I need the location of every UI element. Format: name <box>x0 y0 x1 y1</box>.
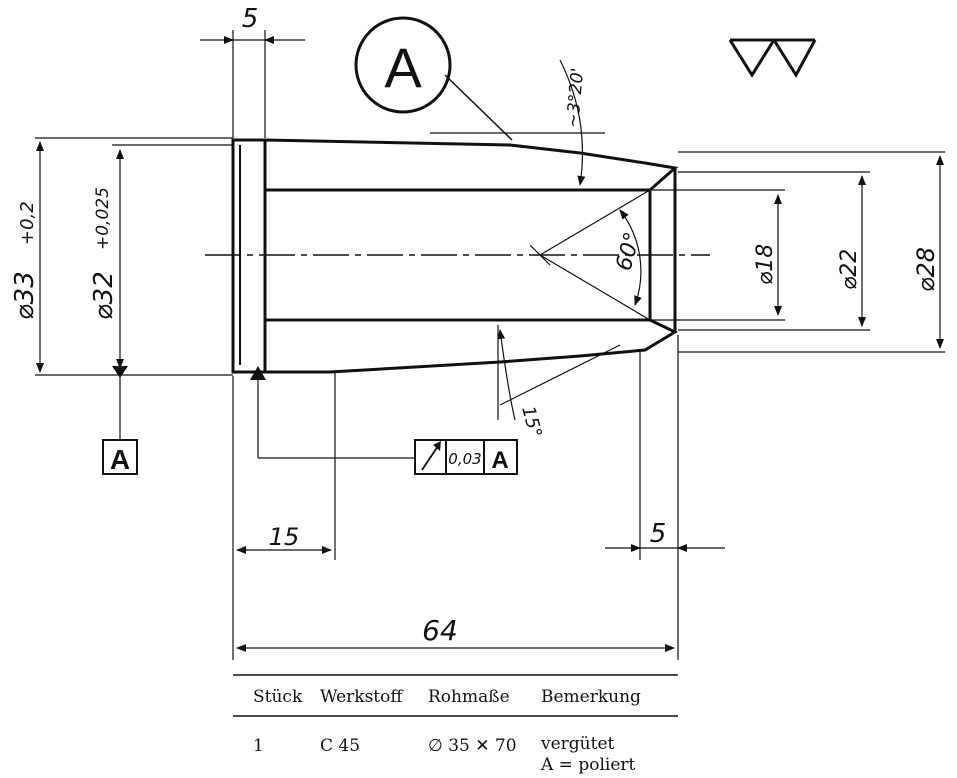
dim-outer-diameter: ⌀33 <box>10 271 40 320</box>
cell-remark-1: vergütet <box>540 734 615 754</box>
cell-material: C 45 <box>320 736 360 756</box>
dim-angle-3-20: ~3°20' <box>563 67 588 128</box>
datum-label: A <box>110 444 130 475</box>
dim-total-length: 64 <box>422 614 458 647</box>
runout-arrow-icon <box>421 441 441 471</box>
datum-reference: A <box>102 366 138 475</box>
dim-len-15: 15 <box>269 523 300 551</box>
dimension-lines <box>35 30 945 660</box>
header-werkstoff: Werkstoff <box>320 687 404 707</box>
detail-label: A <box>384 36 422 99</box>
lower-wall-section <box>263 318 679 374</box>
dim-bore-diameter: ⌀32 <box>89 271 119 320</box>
dim-top-5: 5 <box>242 4 259 34</box>
dim-angle-15: 15° <box>517 404 546 440</box>
detail-callout-a: A <box>354 16 513 141</box>
dim-d22: ⌀22 <box>837 249 862 290</box>
dim-len-5-right: 5 <box>650 519 667 549</box>
dim-d18: ⌀18 <box>753 244 778 285</box>
dim-d28: ⌀28 <box>912 247 940 292</box>
cell-qty: 1 <box>253 736 264 756</box>
cell-raw-size: ∅ 35 ✕ 70 <box>428 736 517 756</box>
header-rohmasse: Rohmaße <box>428 687 510 707</box>
tolerance-datum: A <box>491 447 508 474</box>
part-body <box>205 138 710 374</box>
tolerance-value: 0,03 <box>448 450 481 468</box>
dim-outer-diameter-tol: +0,2 <box>17 201 38 245</box>
header-stueck: Stück <box>253 687 303 707</box>
cell-remark-2: A = poliert <box>540 755 636 775</box>
surface-finish-icon <box>728 38 817 78</box>
parts-table: Stück Werkstoff Rohmaße Bemerkung 1 C 45… <box>233 674 678 775</box>
dim-bore-diameter-tol: +0,025 <box>93 187 113 250</box>
upper-wall-section <box>263 138 679 192</box>
header-bemerkung: Bemerkung <box>541 687 641 707</box>
dimension-texts: 5 ⌀33 +0,2 ⌀32 +0,025 ⌀18 ⌀22 ⌀28 60° ~3… <box>10 4 940 647</box>
tolerance-frame: 0,03 A <box>250 366 518 475</box>
collar-section <box>231 138 267 374</box>
